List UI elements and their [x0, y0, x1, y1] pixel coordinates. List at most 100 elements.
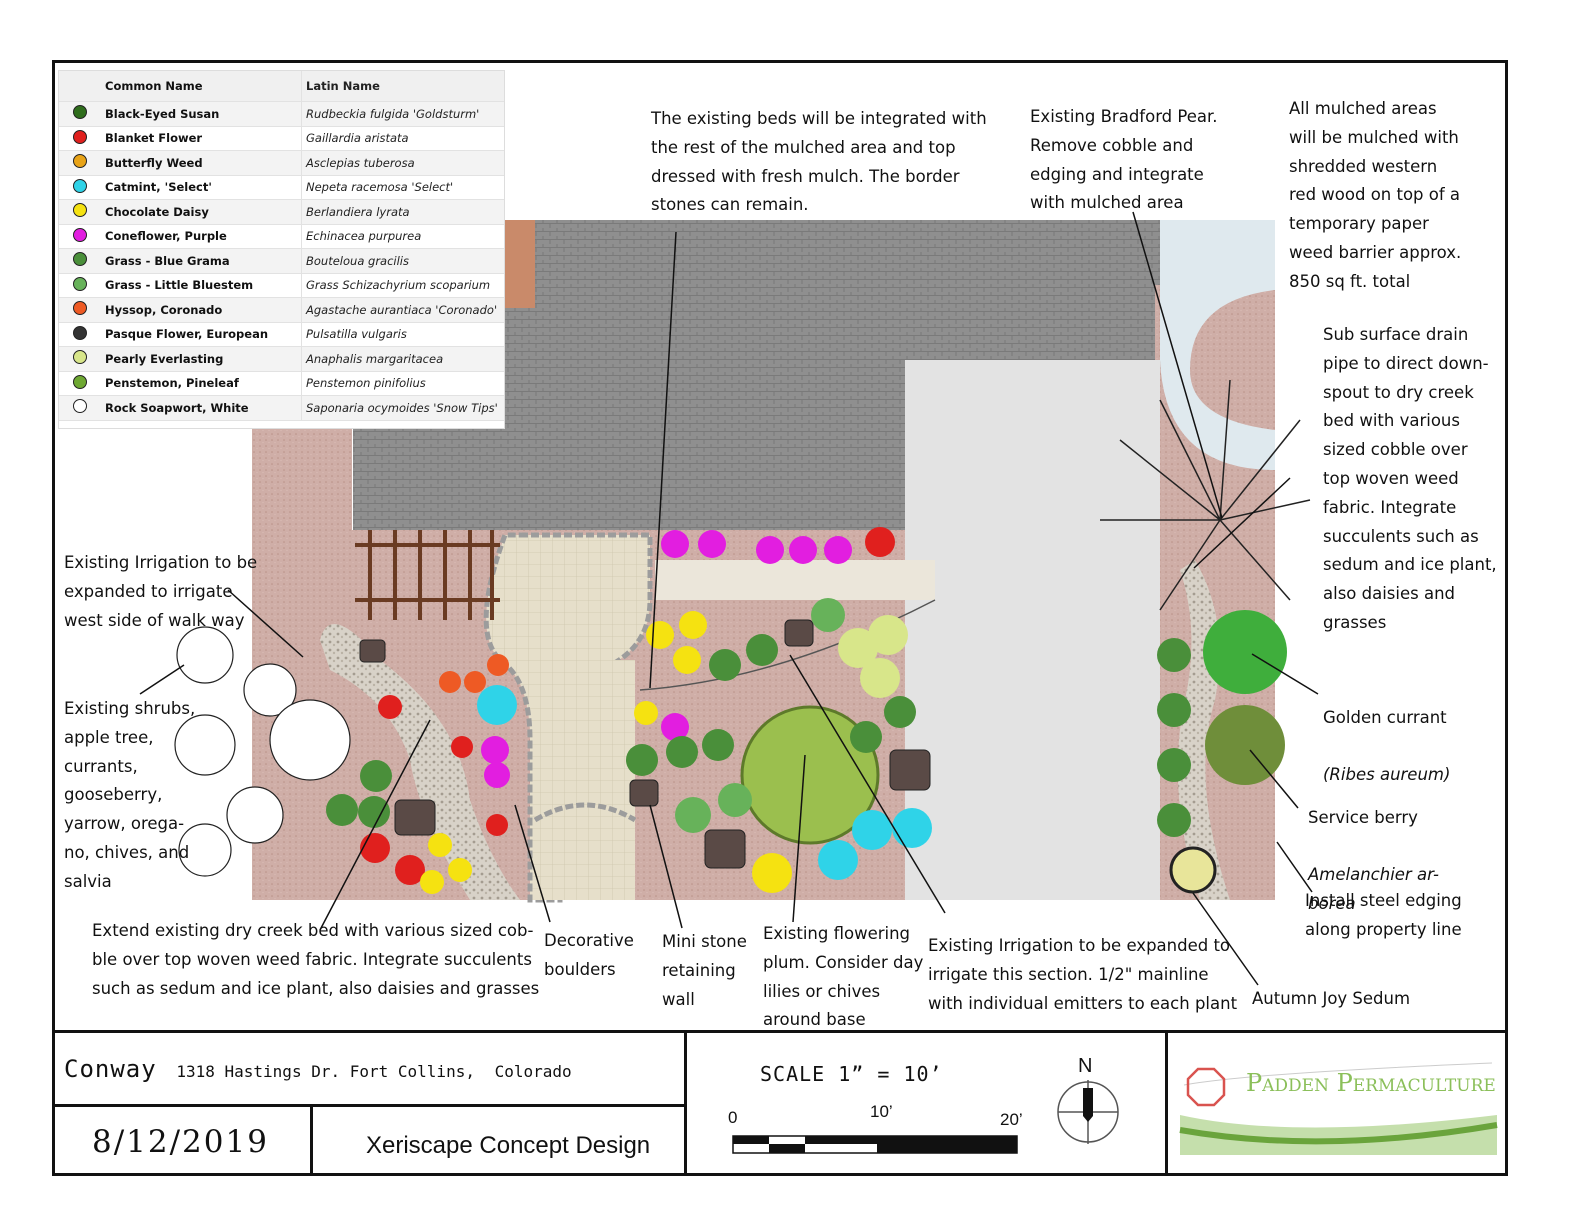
- legend-symbol: [59, 395, 101, 421]
- note-irrigation-section: Existing Irrigation to be expanded to ir…: [928, 936, 1238, 1013]
- legend-header-latin: Latin Name: [301, 71, 504, 102]
- legend-latin-name: Agastache aurantiaca 'Coronado': [301, 297, 504, 323]
- legend-symbol: [59, 199, 101, 225]
- deck: [505, 220, 535, 308]
- little-bluestem-icon: [73, 276, 87, 291]
- legend-common-name: Penstemon, Pineleaf: [101, 371, 302, 396]
- legend-common-name: Catmint, 'Select': [101, 175, 302, 200]
- legend-symbol: [59, 248, 101, 274]
- company-name-line2: Permaculture: [1336, 1069, 1496, 1097]
- legend-latin-name: Rudbeckia fulgida 'Goldsturm': [301, 101, 504, 127]
- driveway: [905, 360, 1160, 900]
- title-block-divider-2: [310, 1104, 313, 1176]
- project-title: Xeriscape Concept Design: [366, 1132, 651, 1159]
- client-state: Colorado: [494, 1062, 572, 1081]
- scale-tick-10: 10’: [870, 1102, 893, 1121]
- service-berry-line1: Service berry: [1308, 807, 1418, 827]
- legend-common-name: Rock Soapwort, White: [101, 395, 302, 421]
- legend-symbol: [59, 150, 101, 176]
- butterfly-weed-icon: [73, 154, 87, 169]
- autumn-joy-sedum: [1169, 846, 1217, 894]
- title-block-divider-3: [1165, 1030, 1168, 1176]
- chocolate-daisy-icon: [73, 203, 87, 218]
- legend-latin-name: Nepeta racemosa 'Select': [301, 175, 504, 200]
- note-service-berry: Service berry Amelanchier ar- borea: [1308, 775, 1439, 919]
- legend-symbol: [59, 346, 101, 372]
- dry-creek-bed-west: [320, 624, 520, 900]
- title-block-divider-1: [684, 1030, 687, 1176]
- company-name-line1: Padden: [1246, 1069, 1329, 1097]
- golden-currant-line2: (Ribes aureum): [1323, 765, 1451, 785]
- porch-step: [655, 560, 935, 600]
- pergola: [355, 530, 500, 620]
- client-name: Conway: [64, 1055, 157, 1083]
- note-steel-edging: Install steel edging along property line: [1305, 891, 1462, 939]
- black-eyed-susan-icon: [73, 105, 87, 120]
- north-arrow-icon: [1057, 1080, 1119, 1144]
- decorative-boulders: [359, 619, 931, 869]
- catmint-icon: [73, 178, 87, 193]
- service-berry-shrub: [1205, 705, 1285, 785]
- penstemon-icon: [73, 374, 87, 389]
- company-name: Padden Permaculture: [1246, 1069, 1496, 1097]
- paver-walkway: [483, 532, 653, 903]
- legend-common-name: Pearly Everlasting: [101, 346, 302, 372]
- note-autumn-joy: Autumn Joy Sedum: [1252, 989, 1411, 1008]
- legend-common-name: Coneflower, Purple: [101, 224, 302, 249]
- legend-latin-name: Pulsatilla vulgaris: [301, 322, 504, 347]
- coneflower-icon: [73, 227, 87, 242]
- scale-bar: [732, 1135, 1018, 1154]
- note-mulched-areas: All mulched areas will be mulched with s…: [1289, 99, 1462, 291]
- legend-common-name: Black-Eyed Susan: [101, 101, 302, 127]
- note-dry-creek: Extend existing dry creek bed with vario…: [92, 921, 540, 998]
- legend-common-name: Hyssop, Coronado: [101, 297, 302, 323]
- note-golden-currant: Golden currant (Ribes aureum): [1323, 675, 1450, 790]
- legend-symbol: [59, 175, 101, 200]
- legend-latin-name: Penstemon pinifolius: [301, 371, 504, 396]
- legend-common-name: Blanket Flower: [101, 126, 302, 151]
- legend-latin-name: Grass Schizachyrium scoparium: [301, 273, 504, 298]
- legend-latin-name: Saponaria ocymoides 'Snow Tips': [301, 395, 504, 421]
- legend-latin-name: Asclepias tuberosa: [301, 150, 504, 176]
- scale-text: SCALE 1” = 10’: [760, 1062, 943, 1086]
- legend-latin-name: Bouteloua gracilis: [301, 248, 504, 274]
- title-block-mid-rule: [52, 1104, 685, 1107]
- legend-latin-name: Anaphalis margaritacea: [301, 346, 504, 372]
- existing-shrubs: [174, 626, 351, 877]
- legend-symbol: [59, 273, 101, 298]
- side-patio: [1160, 220, 1275, 470]
- walkway-border: [533, 802, 637, 823]
- legend-symbol: [59, 101, 101, 127]
- legend-header-symbol: [59, 71, 101, 102]
- note-drain-pipe: Sub surface drain pipe to direct down- s…: [1323, 325, 1497, 632]
- golden-currant-line1: Golden currant: [1323, 707, 1447, 727]
- design-date: 8/12/2019: [92, 1124, 269, 1160]
- legend-common-name: Grass - Blue Grama: [101, 248, 302, 274]
- legend-symbol: [59, 322, 101, 347]
- drawing-frame: [52, 60, 1508, 1176]
- scale-tick-20: 20’: [1000, 1110, 1023, 1129]
- legend-latin-name: Berlandiera lyrata: [301, 199, 504, 225]
- legend-common-name: Butterfly Weed: [101, 150, 302, 176]
- note-decorative-boulders: Decorative boulders: [544, 931, 634, 979]
- legend-common-name: Chocolate Daisy: [101, 199, 302, 225]
- north-label: N: [1078, 1055, 1093, 1077]
- legend-symbol: [59, 297, 101, 323]
- legend-symbol: [59, 371, 101, 396]
- scale-tick-0: 0: [728, 1108, 738, 1127]
- rock-soapwort-icon: [73, 399, 87, 414]
- note-existing-shrubs: Existing shrubs, apple tree, currants, g…: [64, 699, 196, 891]
- note-existing-beds: The existing beds will be integrated wit…: [651, 109, 987, 215]
- golden-currant-shrub: [1203, 610, 1287, 694]
